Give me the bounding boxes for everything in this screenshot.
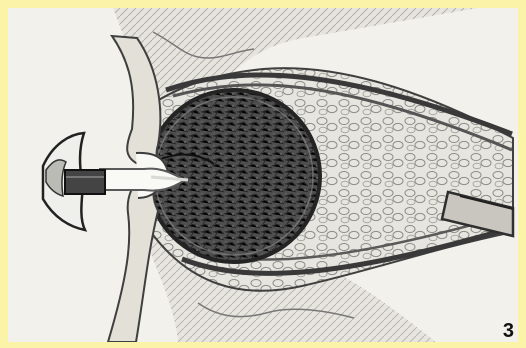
eyepiece-tube-icon [65, 170, 105, 194]
orbit-cross-section-illustration [8, 8, 518, 342]
figure-number: 3 [503, 321, 514, 341]
